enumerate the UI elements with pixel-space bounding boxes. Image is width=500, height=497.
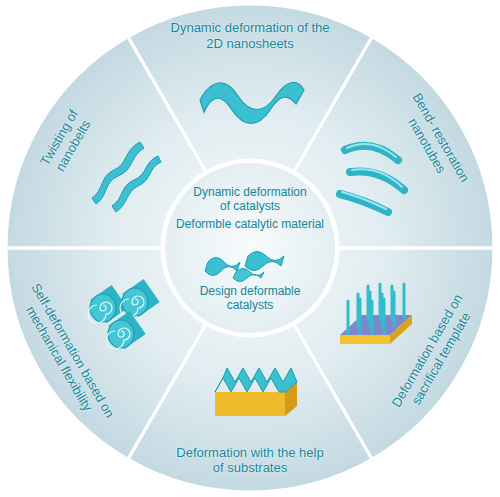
center-sheet [205,258,240,276]
nanotube [340,194,388,212]
label-holder: Bend- restoration nanotubes [395,91,472,193]
sector-label: Bend- restoration nanotubes [395,91,472,193]
rolled-sheets [88,279,160,349]
template-front [340,335,390,344]
label-holder: Dynamic deformation of the 2D nanosheets [165,20,335,51]
substrate-front [215,392,285,416]
hub-label: Design deformable catalysts [190,285,310,313]
hub-disc [162,160,338,336]
wavy-nanosheet [200,82,304,123]
label-holder: Deformble catalytic material [175,218,325,232]
hub-label: Deformble catalytic material [175,218,325,232]
hub-label: Dynamic deformation of catalysts [188,186,312,214]
tube-highlight [342,192,386,209]
sector-label: Twisting of nanobelts [25,86,107,197]
hub-border [164,162,337,335]
twisted-nanobelt [92,142,144,204]
label-holder: Twisting of nanobelts [25,86,107,197]
pillar-array [348,284,404,333]
center-sheet [233,269,264,282]
twisted-nanobelt [112,156,161,212]
corrugated-sheet [215,368,297,392]
sector-label: Deformation with the help of substrates [175,445,325,476]
sector-border [294,37,494,248]
label-holder: Deformation with the help of substrates [175,445,325,476]
wheel-disc [6,4,494,492]
sector-label: Dynamic deformation of the 2D nanosheets [165,20,335,51]
label-holder: Design deformable catalysts [190,285,310,313]
sector-border [6,248,206,459]
sector-border [128,4,372,172]
sector-border [294,248,494,459]
tube-highlight [352,169,402,187]
sector-border [6,37,206,248]
sector-border [128,324,372,492]
tube-highlight [347,144,396,157]
hub-circle: Dynamic deformation of catalystsDeformbl… [162,160,338,336]
label-holder: Dynamic deformation of catalysts [188,186,312,214]
center-sheet [245,252,284,271]
